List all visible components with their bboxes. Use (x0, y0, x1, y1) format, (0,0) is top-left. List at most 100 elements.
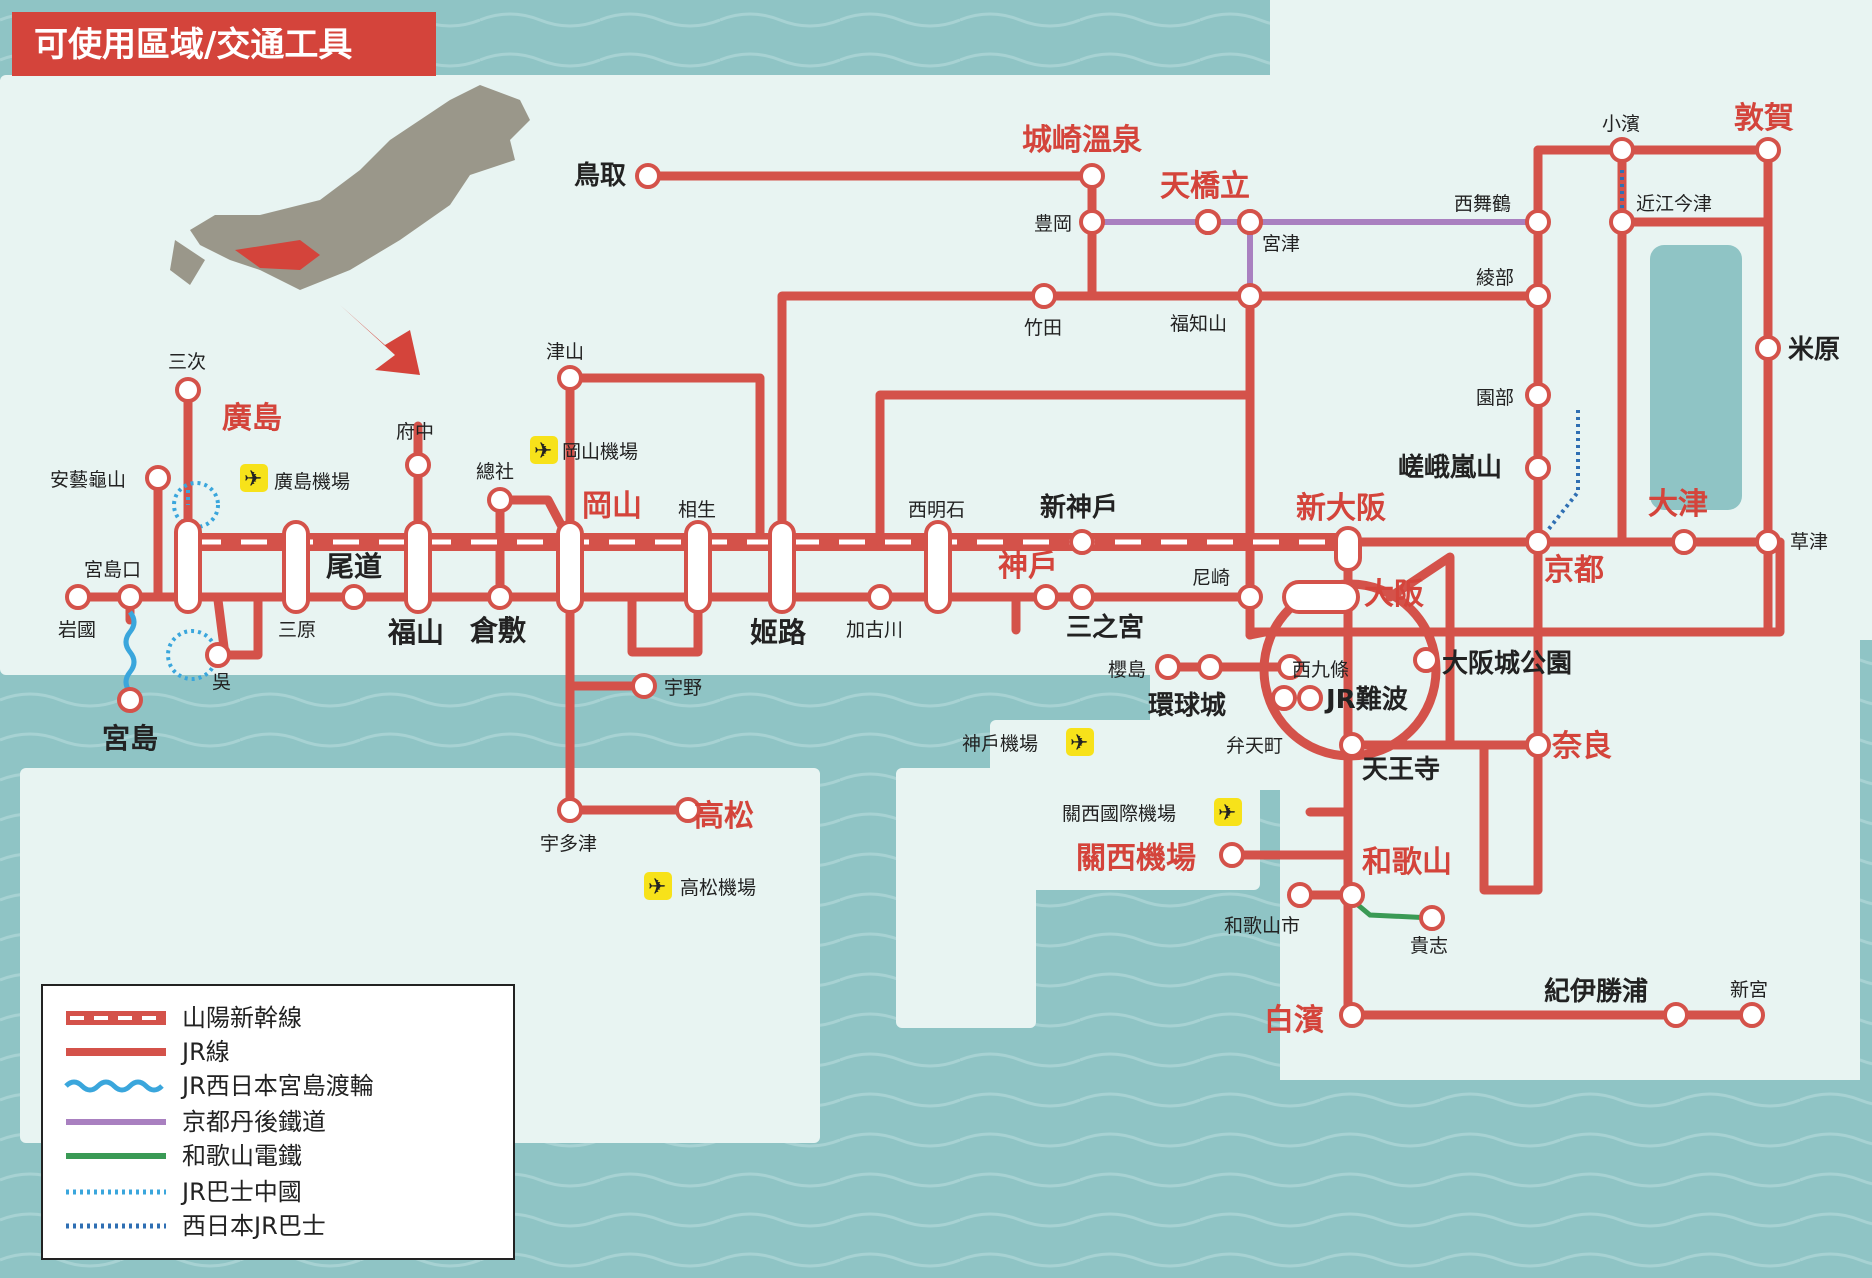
label-soja: 總社 (476, 461, 514, 483)
label-miyajima: 宮島 (102, 722, 158, 755)
legend-label-west-jr-bus: 西日本JR巴士 (182, 1212, 326, 1240)
legend: 山陽新幹線 JR線 JR西日本宮島渡輪 京都丹後鐵道 和歌山電鐵 JR巴士中國 … (41, 984, 515, 1260)
label-kansaiairport: 關西機場 (1076, 841, 1196, 876)
lake-biwa (1650, 245, 1742, 510)
label-amanohashidate: 天橋立 (1160, 169, 1250, 204)
label-akiakameyama: 安藝龜山 (50, 469, 126, 491)
legend-item-west-jr-bus: 西日本JR巴士 (66, 1212, 326, 1240)
airport-okayama: ✈ 岡山機場 (530, 436, 638, 464)
label-maibara: 米原 (1788, 335, 1840, 365)
jr-bus-chugoku-ring-1 (172, 481, 220, 529)
airport-takamatsu: ✈ 高松機場 (644, 872, 756, 900)
label-airport-kansai: 關西國際機場 (1062, 803, 1176, 825)
airplane-icon: ✈ (1070, 731, 1088, 756)
label-takamatsu: 高松 (694, 799, 754, 834)
label-universalcity: 環球城 (1148, 691, 1226, 721)
label-sonobe: 園部 (1476, 387, 1514, 409)
label-okayama: 岡山 (582, 489, 642, 524)
label-bentencho: 弁天町 (1226, 735, 1283, 757)
legend-label-shinkansen: 山陽新幹線 (182, 1004, 302, 1032)
airplane-icon: ✈ (648, 875, 666, 900)
label-wakayamashi: 和歌山市 (1224, 915, 1300, 937)
label-airport-takamatsu: 高松機場 (680, 877, 756, 899)
legend-item-jr-line: JR線 (66, 1038, 230, 1066)
label-osakajokoen: 大阪城公園 (1442, 649, 1572, 679)
label-tsuruga: 敦賀 (1734, 101, 1794, 136)
station-labels: 廣島 三次 安藝龜山 宮島口 岩國 宮島 吳 三原 尾道 福山 府中 總社 倉敷… (50, 101, 1840, 1038)
label-onomichi: 尾道 (326, 550, 382, 583)
legend-item-bus-chugoku: JR巴士中國 (66, 1178, 302, 1206)
label-sanji: 三次 (168, 351, 206, 373)
label-sagaarashiyama: 嵯峨嵐山 (1398, 453, 1502, 483)
airport-hiroshima: ✈ 廣島機場 (240, 464, 350, 493)
label-takeda: 竹田 (1024, 317, 1062, 339)
label-fukuchiyama: 福知山 (1170, 313, 1227, 335)
label-uno: 宇野 (664, 677, 702, 699)
legend-label-ferry: JR西日本宮島渡輪 (180, 1072, 374, 1100)
label-obama: 小濱 (1602, 113, 1640, 135)
label-sakurajima: 櫻島 (1108, 659, 1146, 681)
page-title: 可使用區域/交通工具 (34, 25, 352, 65)
legend-label-jr-line: JR線 (180, 1038, 230, 1066)
japan-inset-map (170, 85, 530, 375)
label-kakogawa: 加古川 (846, 619, 903, 641)
label-sannomiya: 三之宮 (1066, 612, 1144, 643)
label-mihara: 三原 (278, 619, 316, 641)
label-nishiakashi: 西明石 (908, 499, 965, 521)
label-fukuyama: 福山 (387, 616, 444, 649)
label-shingu: 新宮 (1730, 979, 1768, 1001)
label-nishikujo: 西九條 (1292, 659, 1349, 681)
label-airport-hiroshima: 廣島機場 (274, 471, 350, 493)
airport-kobe: 神戶機場 ✈ (962, 728, 1094, 756)
label-amagasaki: 尼崎 (1192, 567, 1230, 589)
legend-label-wakayama: 和歌山電鐵 (182, 1142, 302, 1170)
label-himeji: 姬路 (750, 616, 807, 649)
label-kurashiki: 倉敷 (469, 614, 527, 647)
legend-item-tango: 京都丹後鐵道 (66, 1108, 326, 1136)
label-ayabe: 綾部 (1476, 267, 1514, 289)
label-airport-okayama: 岡山機場 (562, 441, 638, 463)
label-omiimazu: 近江今津 (1636, 193, 1712, 215)
label-nishimaizuru: 西舞鶴 (1454, 193, 1511, 215)
label-shinkobe: 新神戶 (1040, 492, 1118, 523)
label-utazu: 宇多津 (540, 833, 597, 855)
label-nara: 奈良 (1551, 729, 1612, 764)
label-kishi: 貴志 (1410, 935, 1448, 957)
label-wakayama: 和歌山 (1362, 845, 1452, 880)
airplane-icon: ✈ (534, 439, 552, 464)
label-shirahama: 白濱 (1264, 1003, 1324, 1038)
label-miyazu: 宮津 (1262, 233, 1300, 255)
label-kure: 吳 (212, 671, 231, 693)
legend-label-tango: 京都丹後鐵道 (182, 1108, 326, 1136)
label-kyoto: 京都 (1544, 553, 1604, 588)
airplane-icon: ✈ (1218, 801, 1236, 826)
legend-item-shinkansen: 山陽新幹線 (66, 1004, 302, 1032)
label-fuchu: 府中 (396, 421, 434, 443)
label-airport-kobe: 神戶機場 (962, 733, 1038, 755)
label-shinosaka: 新大阪 (1296, 491, 1386, 526)
title-banner: 可使用區域/交通工具 (12, 12, 436, 76)
label-tennoji: 天王寺 (1362, 755, 1440, 785)
label-tottori: 鳥取 (574, 161, 626, 191)
label-kinosakionsen: 城崎溫泉 (1022, 123, 1142, 158)
airplane-icon: ✈ (244, 467, 262, 492)
miyajima-ferry (123, 610, 137, 694)
airport-kansai: 關西國際機場 ✈ (1062, 798, 1242, 826)
west-jr-bus (1546, 410, 1580, 532)
airports: ✈ 廣島機場 ✈ 岡山機場 ✈ 高松機場 神戶機場 ✈ 關西國際機場 ✈ (240, 436, 1242, 900)
label-jrnamba: JR難波 (1324, 685, 1409, 715)
label-toyooka: 豊岡 (1034, 213, 1072, 235)
label-aioi: 相生 (678, 499, 716, 521)
label-kusatsu: 草津 (1790, 531, 1828, 553)
label-tsuyama: 津山 (546, 341, 584, 363)
label-iwakuni: 岩國 (58, 619, 96, 641)
legend-item-wakayama: 和歌山電鐵 (66, 1142, 302, 1170)
shinkansen-stops (174, 518, 1362, 614)
legend-item-ferry: JR西日本宮島渡輪 (64, 1072, 374, 1100)
legend-label-bus-chugoku: JR巴士中國 (180, 1178, 302, 1206)
label-kobe: 神戶 (998, 549, 1058, 584)
label-kiikatsuura: 紀伊勝浦 (1544, 976, 1648, 1007)
label-hiroshima: 廣島 (222, 401, 282, 436)
label-miyajimaguchi: 宮島口 (84, 559, 141, 581)
